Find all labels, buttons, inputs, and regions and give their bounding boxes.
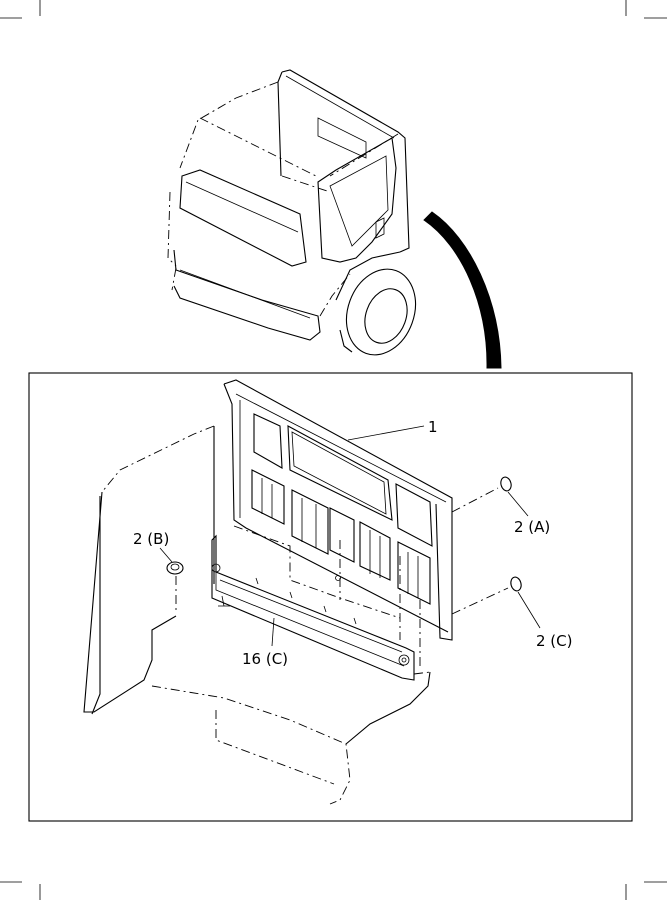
leader-2c xyxy=(517,591,541,629)
callout-part-16c: 16 (C) xyxy=(242,650,288,668)
leader-2b xyxy=(159,547,173,563)
truck-cab-overview xyxy=(167,69,417,356)
plug-a xyxy=(500,476,512,492)
callout-part-2b: 2 (B) xyxy=(133,530,169,548)
zoom-connector-arrow xyxy=(423,211,502,369)
detail-view xyxy=(83,379,541,805)
detail-frame xyxy=(28,372,633,822)
grommet-b xyxy=(166,561,230,614)
leader-1 xyxy=(347,425,425,441)
callout-part-2c: 2 (C) xyxy=(536,632,573,650)
floor-sill-rail xyxy=(211,534,415,681)
leader-16c xyxy=(271,617,275,647)
rear-panel xyxy=(223,379,453,641)
callout-part-1: 1 xyxy=(428,418,438,436)
callout-part-2a: 2 (A) xyxy=(514,518,550,536)
leader-2a xyxy=(507,491,529,517)
plug-c xyxy=(510,576,522,592)
